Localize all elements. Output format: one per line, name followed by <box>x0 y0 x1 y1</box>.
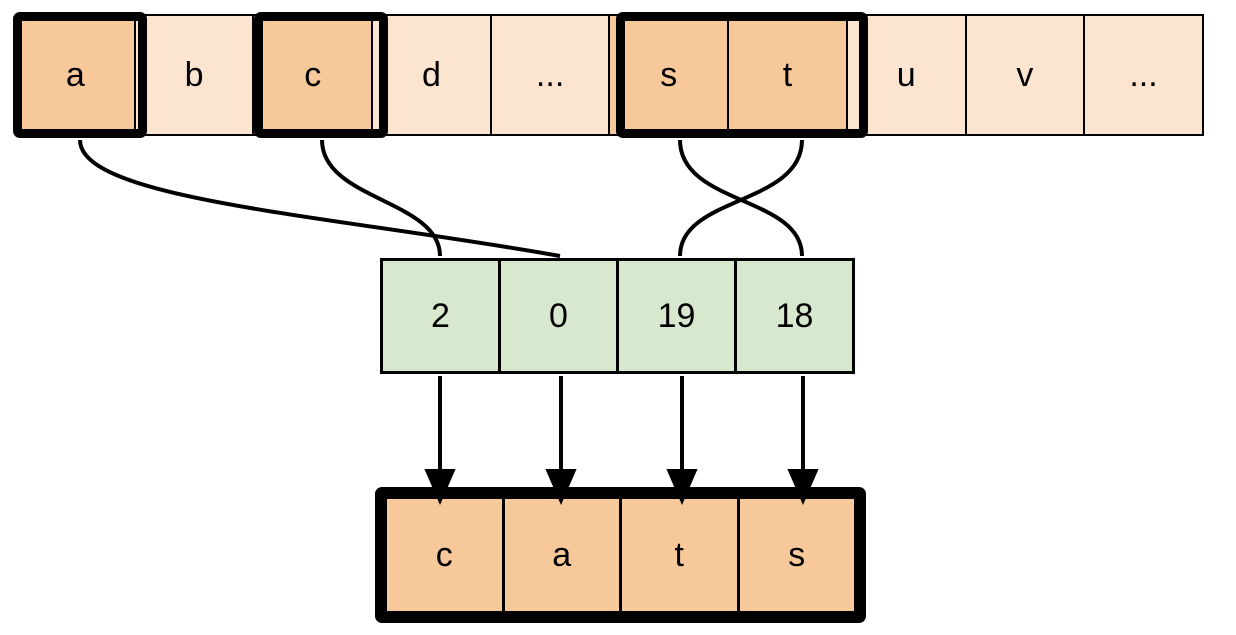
alphabet-cell-c[interactable]: c <box>252 14 374 136</box>
alphabet-cell-label: ... <box>535 56 565 94</box>
alphabet-cell-s[interactable]: s <box>608 14 730 136</box>
alphabet-cell-u[interactable]: u <box>845 14 967 136</box>
index-cell-1[interactable]: 0 <box>498 258 619 374</box>
result-row: c a t s <box>384 496 857 614</box>
result-cell-3[interactable]: s <box>736 496 857 614</box>
alphabet-row: a b c d ... s t u v ... <box>15 14 1204 136</box>
result-cell-label: s <box>788 536 806 574</box>
index-cell-label: 0 <box>549 297 568 335</box>
alphabet-cell-a[interactable]: a <box>15 14 136 136</box>
result-cell-label: t <box>674 536 684 574</box>
alphabet-cell-label: ... <box>1129 56 1158 94</box>
result-cell-0[interactable]: c <box>384 496 505 614</box>
curve-s-to-18 <box>678 139 804 257</box>
alphabet-cell-label: v <box>1016 56 1034 94</box>
index-cell-2[interactable]: 19 <box>616 258 737 374</box>
alphabet-cell-ellipsis-1[interactable]: ... <box>489 14 611 136</box>
result-cell-1[interactable]: a <box>501 496 622 614</box>
index-cell-0[interactable]: 2 <box>380 258 501 374</box>
alphabet-cell-d[interactable]: d <box>371 14 492 136</box>
index-cell-3[interactable]: 18 <box>734 258 855 374</box>
alphabet-cell-label: d <box>421 56 441 94</box>
curve-c-to-2 <box>320 139 442 257</box>
alphabet-cell-t[interactable]: t <box>727 14 848 136</box>
curve-a-to-0 <box>78 139 561 258</box>
index-cell-label: 19 <box>657 297 696 335</box>
result-cell-label: c <box>435 536 453 574</box>
index-cell-label: 18 <box>775 297 814 335</box>
index-cell-label: 2 <box>431 297 450 335</box>
alphabet-cell-label: b <box>184 56 204 94</box>
alphabet-cell-ellipsis-2[interactable]: ... <box>1083 14 1204 136</box>
alphabet-cell-label: u <box>896 56 916 94</box>
alphabet-cell-label: c <box>304 56 322 94</box>
curve-t-to-19 <box>678 139 804 257</box>
alphabet-cell-b[interactable]: b <box>133 14 255 136</box>
alphabet-cell-label: t <box>782 56 793 94</box>
index-row: 2 0 19 18 <box>380 258 855 374</box>
alphabet-cell-v[interactable]: v <box>964 14 1086 136</box>
alphabet-cell-label: a <box>65 56 85 94</box>
alphabet-cell-label: s <box>660 56 678 94</box>
result-cell-label: a <box>552 536 572 574</box>
result-cell-2[interactable]: t <box>619 496 740 614</box>
